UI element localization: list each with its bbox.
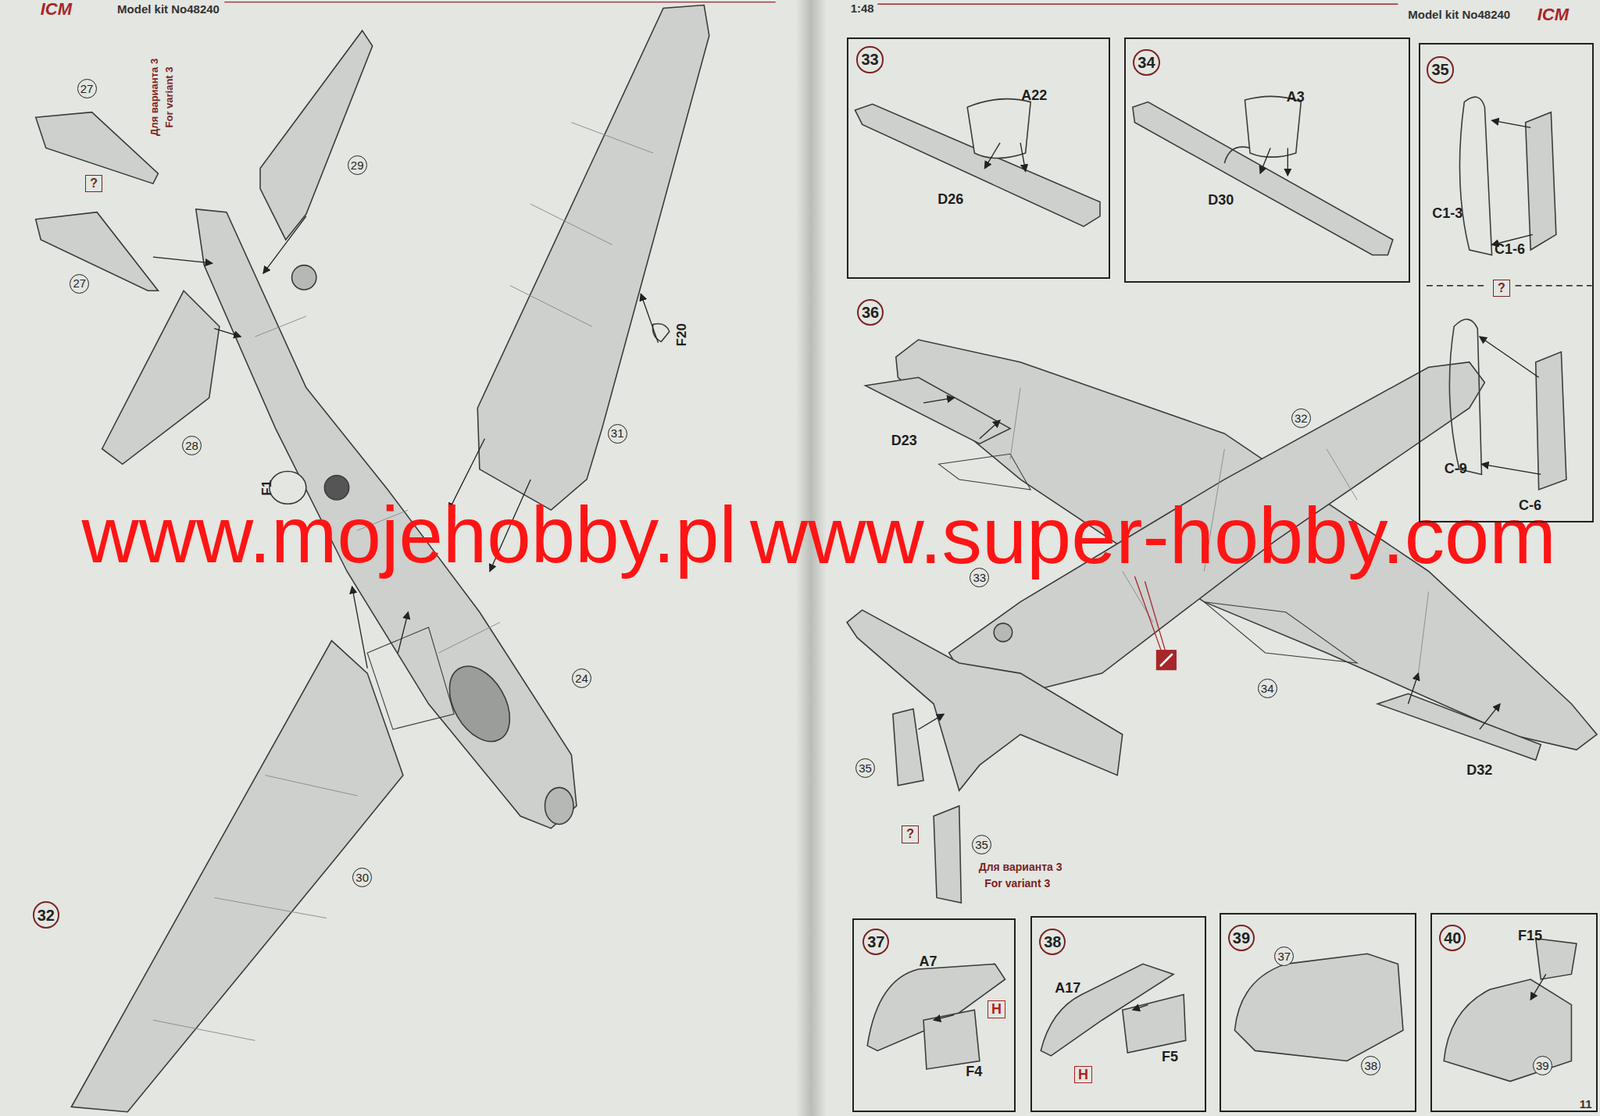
variant-note: Для варианта 3 [149,57,161,136]
variant-note: Для варианта 3 [978,860,1063,874]
part-name: A22 [1021,87,1047,104]
step-number-text: 36 [861,304,879,321]
glue-box: H [1074,1066,1093,1085]
step-frame: A22D26 33 [846,37,1111,279]
header-text: 11 [1579,1097,1593,1111]
step-frame: A3D30 34 [1124,37,1411,283]
variant-note: For variant 3 [163,66,175,128]
step-number: 40 [1439,925,1466,952]
part-name: A3 [1286,89,1305,106]
part-name: F20 [674,323,690,347]
step-frame: A7H F4 37 [852,918,1016,1113]
step-number: 36 [857,299,884,326]
part-name: C-6 [1518,497,1542,515]
step-number: 32 [32,901,60,929]
step-number: 37 [862,928,890,956]
callout-number: 39 [1532,1056,1553,1076]
callout-number: 27 [77,78,97,99]
step-number-text: 39 [1232,930,1250,947]
step-number-text: 34 [1137,54,1155,71]
choice-box: ? [85,175,103,193]
part-name: F5 [1161,1049,1179,1066]
part-name: D23 [891,432,918,450]
part-name: C1-3 [1432,205,1463,222]
watermark: www.super-hobby.com [750,489,1557,583]
step-number-text: 40 [1443,930,1461,947]
callout-number: 30 [352,867,372,888]
step-frame: F15 39 40 [1430,913,1598,1113]
part-name: C-9 [1444,460,1468,478]
choice-box: ? [901,825,919,843]
step-number: 38 [1039,928,1066,956]
callout-number: 24 [571,668,592,689]
callout-number: 38 [1360,1056,1381,1076]
step-number-text: 35 [1431,61,1449,78]
part-name: A7 [918,953,937,971]
step-number: 35 [1426,56,1454,83]
header-text: Model kit No48240 [1407,7,1511,22]
watermark: www.mojehobby.pl [82,489,737,582]
part-name: D32 [1466,762,1493,779]
step-number-text: 37 [867,934,885,950]
step-number: 33 [856,46,883,73]
callout-number: 37 [1274,946,1294,967]
part-name: C1-6 [1494,241,1525,258]
part-name: F4 [965,1064,983,1081]
callout-number: 35 [855,758,875,779]
glue-box: H [987,1000,1006,1019]
callout-number: 34 [1257,678,1278,699]
header-text: Model kit No48240 [117,2,220,16]
variant-note: For variant 3 [984,877,1050,890]
step-number-text: 33 [860,51,879,68]
callout-number: 32 [1291,408,1311,429]
part-name: F15 [1517,928,1543,945]
part-name: D26 [937,191,964,208]
callout-number: 28 [182,435,202,456]
step-number-text: 32 [37,907,55,924]
step-frame: 37 38 39 [1219,913,1417,1113]
callout-number: 31 [607,424,628,444]
callout-number: 27 [69,274,90,294]
brand-logo: ICM [1537,4,1569,25]
callout-number: 35 [971,835,992,855]
callout-number: 29 [347,155,368,175]
brand-logo: ICM [40,0,72,19]
step-number: 34 [1132,49,1160,76]
step-frame: A17F5H 38 [1030,916,1207,1113]
step-number: 39 [1228,925,1255,952]
part-name: D30 [1207,192,1234,209]
part-name: A17 [1054,980,1081,997]
step-number-text: 38 [1043,934,1061,950]
header-text: 1:48 [850,1,875,15]
step-frame: C1-3C1-6? C-9C-6 35 [1418,42,1595,523]
choice-box: ? [1492,279,1511,297]
